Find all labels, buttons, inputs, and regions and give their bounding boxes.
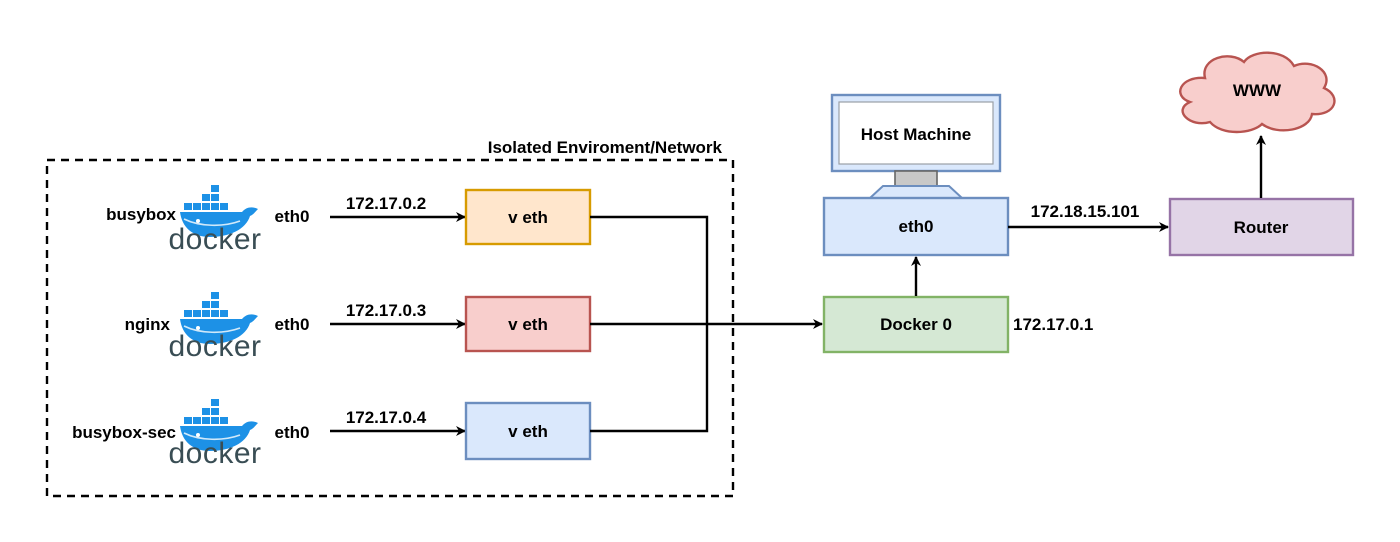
container-busybox: busybox docker eth0 <box>106 184 310 256</box>
veth-box-busybox <box>464 188 592 246</box>
ip-nginx: 172.17.0.3 <box>346 301 426 320</box>
veth-label-busybox: v eth <box>508 208 548 227</box>
container-iface-nginx: eth0 <box>275 315 310 334</box>
host-eth0-label: eth0 <box>899 217 934 236</box>
isolated-network-title: Isolated Enviroment/Network <box>488 138 723 157</box>
isolated-network-boundary <box>45 158 735 498</box>
host-ip: 172.18.15.101 <box>1031 202 1140 221</box>
host-eth0-box <box>822 196 1010 257</box>
container-iface-busybox-sec: eth0 <box>275 423 310 442</box>
container-name-busybox-sec: busybox-sec <box>72 423 176 442</box>
www-label: WWW <box>1233 81 1282 100</box>
veth-label-busybox-sec: v eth <box>508 422 548 441</box>
router-box <box>1168 197 1355 257</box>
docker-wordmark: docker <box>168 330 261 363</box>
host-machine-label: Host Machine <box>861 125 972 144</box>
container-nginx: nginx docker eth0 <box>125 291 310 363</box>
docker-wordmark: docker <box>168 437 261 470</box>
docker0-ip: 172.17.0.1 <box>1013 315 1093 334</box>
monitor-icon <box>830 93 1002 199</box>
ip-busybox: 172.17.0.2 <box>346 194 426 213</box>
cloud-icon <box>1179 51 1336 134</box>
docker0-bridge <box>822 295 1010 354</box>
docker-wordmark: docker <box>168 223 261 256</box>
container-busybox-sec: busybox-sec docker eth0 <box>72 398 310 470</box>
router-label: Router <box>1234 218 1289 237</box>
container-name-busybox: busybox <box>106 205 176 224</box>
docker0-label: Docker 0 <box>880 315 952 334</box>
container-name-nginx: nginx <box>125 315 171 334</box>
container-iface-busybox: eth0 <box>275 207 310 226</box>
ip-busybox-sec: 172.17.0.4 <box>346 408 427 427</box>
veth-label-nginx: v eth <box>508 315 548 334</box>
